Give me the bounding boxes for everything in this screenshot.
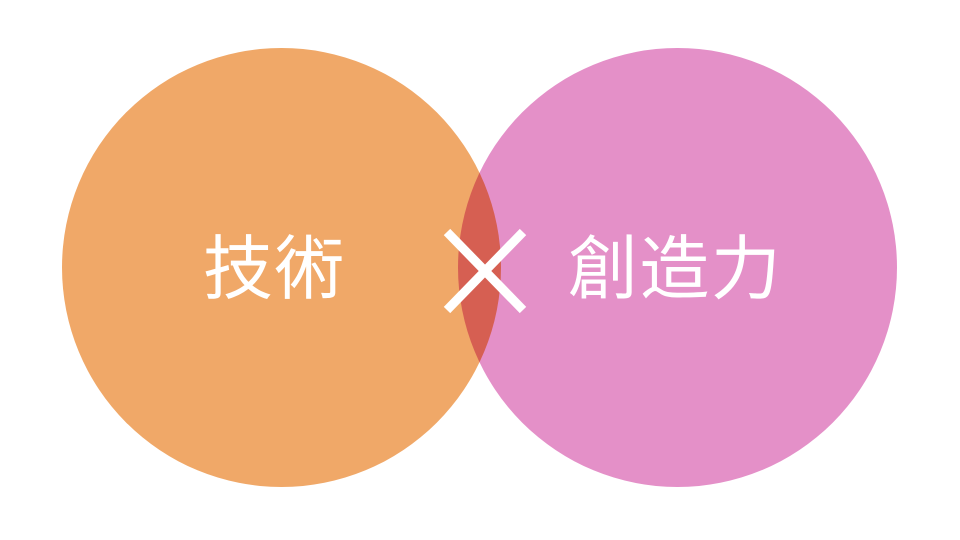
venn-label-technology: 技術 <box>203 228 346 310</box>
venn-circle-creativity <box>458 48 897 487</box>
venn-circle-technology <box>62 48 501 487</box>
venn-label-creativity: 創造力 <box>568 228 783 310</box>
